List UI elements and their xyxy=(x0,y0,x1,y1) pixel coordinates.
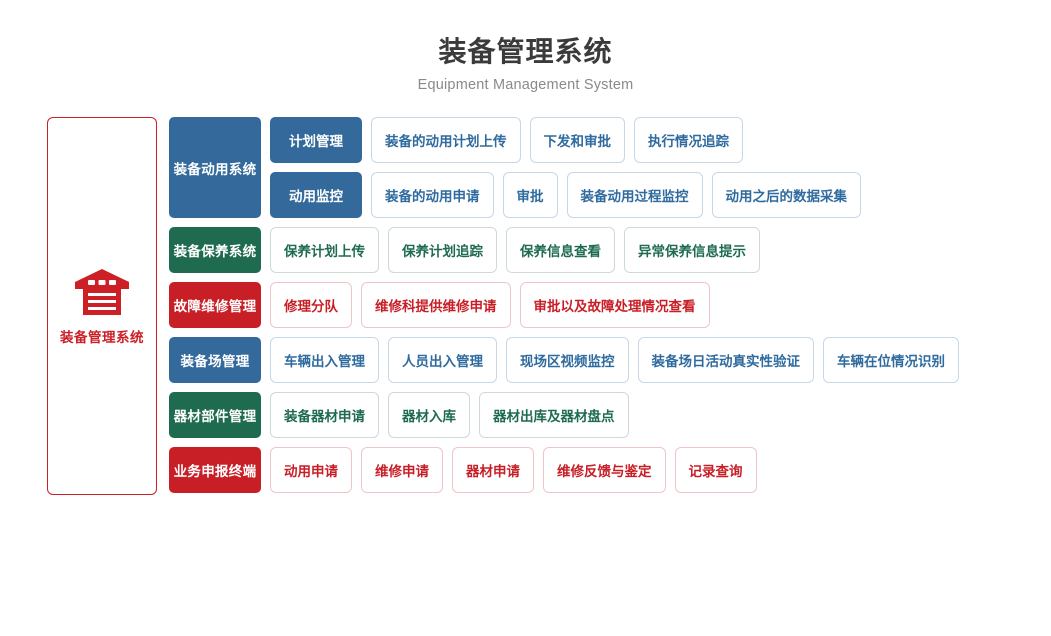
item-box[interactable]: 审批 xyxy=(502,172,558,218)
system-summary-panel: 装备管理系统 xyxy=(47,117,157,495)
group-label-zhuangbeichang[interactable]: 装备场管理 xyxy=(169,337,261,383)
item-box[interactable]: 维修申请 xyxy=(361,447,443,493)
item-box[interactable]: 下发和审批 xyxy=(529,117,625,163)
group-row-shenbao: 业务申报终端 动用申请 维修申请 器材申请 维修反馈与鉴定 记录查询 xyxy=(169,447,1051,493)
page-header: 装备管理系统 Equipment Management System xyxy=(0,0,1051,93)
system-summary-label: 装备管理系统 xyxy=(60,329,144,345)
group-row-weixiu: 故障维修管理 修理分队 维修科提供维修申请 审批以及故障处理情况查看 xyxy=(169,282,1051,328)
item-box[interactable]: 车辆出入管理 xyxy=(270,337,379,383)
item-box[interactable]: 装备的动用申请 xyxy=(371,172,494,218)
group-row-zhuangbeichang: 装备场管理 车辆出入管理 人员出入管理 现场区视频监控 装备场日活动真实性验证 … xyxy=(169,337,1051,383)
subline-dongyongjiankong: 动用监控 装备的动用申请 审批 装备动用过程监控 动用之后的数据采集 xyxy=(270,172,861,218)
item-box[interactable]: 器材出库及器材盘点 xyxy=(479,392,629,438)
item-box[interactable]: 装备器材申请 xyxy=(270,392,379,438)
item-box[interactable]: 修理分队 xyxy=(270,282,352,328)
group-label-shenbao[interactable]: 业务申报终端 xyxy=(169,447,261,493)
group-sublines-dongyong: 计划管理 装备的动用计划上传 下发和审批 执行情况追踪 动用监控 装备的动用申请… xyxy=(270,117,861,218)
item-box[interactable]: 器材入库 xyxy=(388,392,470,438)
group-label-dongyong[interactable]: 装备动用系统 xyxy=(169,117,261,218)
item-box[interactable]: 装备的动用计划上传 xyxy=(371,117,521,163)
group-row-dongyong: 装备动用系统 计划管理 装备的动用计划上传 下发和审批 执行情况追踪 动用监控 … xyxy=(169,117,1051,218)
group-label-baoyang[interactable]: 装备保养系统 xyxy=(169,227,261,273)
group-rows: 装备动用系统 计划管理 装备的动用计划上传 下发和审批 执行情况追踪 动用监控 … xyxy=(169,117,1051,493)
item-box[interactable]: 保养计划上传 xyxy=(270,227,379,273)
item-box[interactable]: 动用申请 xyxy=(270,447,352,493)
item-box[interactable]: 维修反馈与鉴定 xyxy=(543,447,666,493)
group-label-qicai[interactable]: 器材部件管理 xyxy=(169,392,261,438)
item-box[interactable]: 执行情况追踪 xyxy=(634,117,743,163)
group-row-qicai: 器材部件管理 装备器材申请 器材入库 器材出库及器材盘点 xyxy=(169,392,1051,438)
item-box[interactable]: 异常保养信息提示 xyxy=(624,227,760,273)
item-box[interactable]: 人员出入管理 xyxy=(388,337,497,383)
warehouse-icon xyxy=(73,267,131,317)
item-box[interactable]: 装备动用过程监控 xyxy=(566,172,703,218)
page-subtitle: Equipment Management System xyxy=(417,77,634,93)
page-title: 装备管理系统 xyxy=(438,36,613,67)
subgroup-label-dongyongjiankong[interactable]: 动用监控 xyxy=(270,172,362,218)
item-box[interactable]: 维修科提供维修申请 xyxy=(361,282,511,328)
item-box[interactable]: 器材申请 xyxy=(452,447,534,493)
item-box[interactable]: 审批以及故障处理情况查看 xyxy=(519,282,710,328)
group-row-baoyang: 装备保养系统 保养计划上传 保养计划追踪 保养信息查看 异常保养信息提示 xyxy=(169,227,1051,273)
subline-jihuaguanli: 计划管理 装备的动用计划上传 下发和审批 执行情况追踪 xyxy=(270,117,861,163)
item-box[interactable]: 车辆在位情况识别 xyxy=(823,337,959,383)
item-box[interactable]: 保养计划追踪 xyxy=(388,227,497,273)
item-box[interactable]: 保养信息查看 xyxy=(506,227,615,273)
item-box[interactable]: 动用之后的数据采集 xyxy=(711,172,861,218)
item-box[interactable]: 装备场日活动真实性验证 xyxy=(637,337,814,383)
subgroup-label-jihuaguanli[interactable]: 计划管理 xyxy=(270,117,362,163)
item-box[interactable]: 现场区视频监控 xyxy=(506,337,629,383)
item-box[interactable]: 记录查询 xyxy=(674,447,757,493)
group-label-weixiu[interactable]: 故障维修管理 xyxy=(169,282,261,328)
architecture-board: 装备管理系统 装备动用系统 计划管理 装备的动用计划上传 下发和审批 执行情况追… xyxy=(0,117,1051,495)
